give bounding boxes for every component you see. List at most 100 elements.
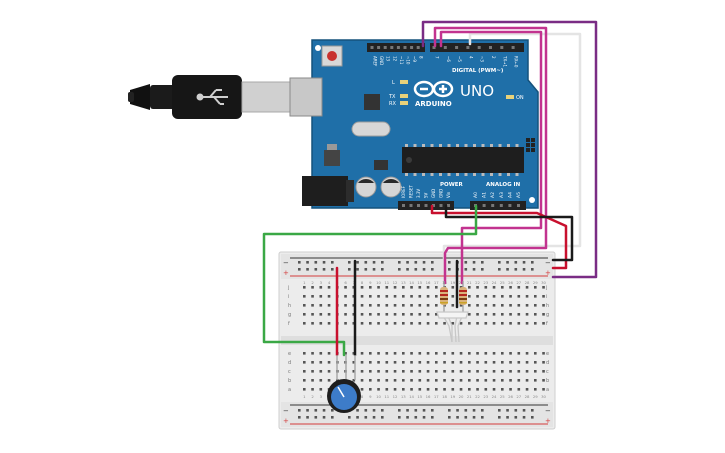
pin-hole[interactable] bbox=[383, 46, 387, 49]
rail-hole[interactable] bbox=[514, 409, 518, 412]
rail-hole[interactable] bbox=[531, 416, 534, 419]
breadboard-hole[interactable] bbox=[476, 352, 479, 355]
rail-hole[interactable] bbox=[414, 268, 418, 271]
breadboard-hole[interactable] bbox=[377, 313, 380, 316]
breadboard-hole[interactable] bbox=[327, 304, 331, 307]
breadboard-hole[interactable] bbox=[484, 361, 488, 364]
breadboard-hole[interactable] bbox=[468, 352, 471, 355]
breadboard-hole[interactable] bbox=[303, 286, 306, 289]
rail-hole[interactable] bbox=[331, 261, 334, 264]
wire-white[interactable] bbox=[442, 32, 582, 264]
rgb-led[interactable] bbox=[436, 311, 469, 343]
breadboard-hole[interactable] bbox=[319, 361, 323, 364]
breadboard-hole[interactable] bbox=[501, 388, 504, 391]
rail-hole[interactable] bbox=[522, 409, 526, 412]
breadboard-hole[interactable] bbox=[385, 388, 389, 391]
rail-hole[interactable] bbox=[298, 416, 301, 419]
breadboard-hole[interactable] bbox=[492, 370, 496, 373]
wire-green[interactable] bbox=[262, 204, 478, 357]
rail-hole[interactable] bbox=[398, 261, 401, 264]
breadboard-hole[interactable] bbox=[319, 379, 323, 382]
breadboard-hole[interactable] bbox=[311, 361, 314, 364]
breadboard-hole[interactable] bbox=[319, 388, 323, 391]
breadboard-hole[interactable] bbox=[542, 361, 545, 364]
breadboard-hole[interactable] bbox=[377, 352, 380, 355]
breadboard-hole[interactable] bbox=[492, 379, 496, 382]
rail-hole[interactable] bbox=[322, 261, 326, 264]
breadboard-hole[interactable] bbox=[525, 388, 529, 391]
breadboard-hole[interactable] bbox=[311, 322, 314, 325]
breadboard-hole[interactable] bbox=[435, 286, 438, 289]
breadboard-hole[interactable] bbox=[484, 286, 488, 289]
breadboard-hole[interactable] bbox=[360, 370, 364, 373]
breadboard-hole[interactable] bbox=[426, 370, 430, 373]
rail-hole[interactable] bbox=[406, 409, 409, 412]
breadboard-hole[interactable] bbox=[501, 295, 504, 298]
breadboard-hole[interactable] bbox=[360, 304, 364, 307]
rail-hole[interactable] bbox=[514, 268, 518, 271]
wire-magenta[interactable] bbox=[433, 26, 548, 285]
pin-hole[interactable] bbox=[447, 204, 450, 207]
breadboard-hole[interactable] bbox=[369, 322, 372, 325]
breadboard-hole[interactable] bbox=[327, 379, 331, 382]
pin-hole[interactable] bbox=[439, 204, 443, 207]
breadboard-hole[interactable] bbox=[327, 295, 331, 298]
breadboard-hole[interactable] bbox=[393, 370, 397, 373]
breadboard-hole[interactable] bbox=[509, 370, 512, 373]
breadboard-hole[interactable] bbox=[377, 379, 380, 382]
rail-hole[interactable] bbox=[448, 409, 451, 412]
breadboard-hole[interactable] bbox=[534, 322, 537, 325]
breadboard-hole[interactable] bbox=[517, 286, 521, 289]
breadboard-hole[interactable] bbox=[525, 379, 529, 382]
resistor[interactable] bbox=[459, 281, 467, 312]
breadboard-hole[interactable] bbox=[468, 295, 471, 298]
rail-hole[interactable] bbox=[398, 268, 401, 271]
rail-hole[interactable] bbox=[356, 416, 359, 419]
breadboard-hole[interactable] bbox=[393, 361, 397, 364]
breadboard-hole[interactable] bbox=[410, 304, 413, 307]
breadboard-hole[interactable] bbox=[402, 304, 405, 307]
breadboard-hole[interactable] bbox=[468, 286, 471, 289]
breadboard-hole[interactable] bbox=[410, 322, 413, 325]
pin-hole[interactable] bbox=[500, 46, 504, 49]
breadboard-hole[interactable] bbox=[426, 304, 430, 307]
rail-hole[interactable] bbox=[498, 416, 501, 419]
breadboard-hole[interactable] bbox=[443, 322, 446, 325]
breadboard-hole[interactable] bbox=[393, 286, 397, 289]
rail-hole[interactable] bbox=[431, 268, 434, 271]
breadboard-hole[interactable] bbox=[451, 286, 455, 289]
pin-hole[interactable] bbox=[390, 46, 394, 49]
rail-hole[interactable] bbox=[522, 416, 526, 419]
breadboard-hole[interactable] bbox=[303, 388, 306, 391]
breadboard-hole[interactable] bbox=[525, 352, 529, 355]
breadboard-hole[interactable] bbox=[385, 286, 389, 289]
breadboard-hole[interactable] bbox=[385, 379, 389, 382]
breadboard-hole[interactable] bbox=[459, 388, 463, 391]
breadboard-hole[interactable] bbox=[534, 313, 537, 316]
breadboard-hole[interactable] bbox=[369, 352, 372, 355]
breadboard-hole[interactable] bbox=[492, 322, 496, 325]
rail-hole[interactable] bbox=[514, 261, 518, 264]
breadboard-hole[interactable] bbox=[369, 313, 372, 316]
breadboard-hole[interactable] bbox=[311, 388, 314, 391]
breadboard-hole[interactable] bbox=[509, 379, 512, 382]
breadboard-hole[interactable] bbox=[303, 295, 306, 298]
breadboard-hole[interactable] bbox=[451, 388, 455, 391]
breadboard-hole[interactable] bbox=[344, 295, 347, 298]
breadboard-hole[interactable] bbox=[468, 304, 471, 307]
breadboard-hole[interactable] bbox=[319, 286, 323, 289]
breadboard-hole[interactable] bbox=[501, 379, 504, 382]
breadboard-hole[interactable] bbox=[360, 313, 364, 316]
rail-hole[interactable] bbox=[306, 409, 309, 412]
breadboard-hole[interactable] bbox=[443, 370, 446, 373]
breadboard-hole[interactable] bbox=[360, 295, 364, 298]
breadboard-hole[interactable] bbox=[492, 361, 496, 364]
breadboard-hole[interactable] bbox=[402, 388, 405, 391]
breadboard-hole[interactable] bbox=[435, 352, 438, 355]
breadboard-hole[interactable] bbox=[377, 322, 380, 325]
rail-hole[interactable] bbox=[414, 409, 418, 412]
breadboard-hole[interactable] bbox=[377, 286, 380, 289]
breadboard-hole[interactable] bbox=[435, 313, 438, 316]
breadboard-hole[interactable] bbox=[327, 361, 331, 364]
breadboard-hole[interactable] bbox=[542, 388, 545, 391]
